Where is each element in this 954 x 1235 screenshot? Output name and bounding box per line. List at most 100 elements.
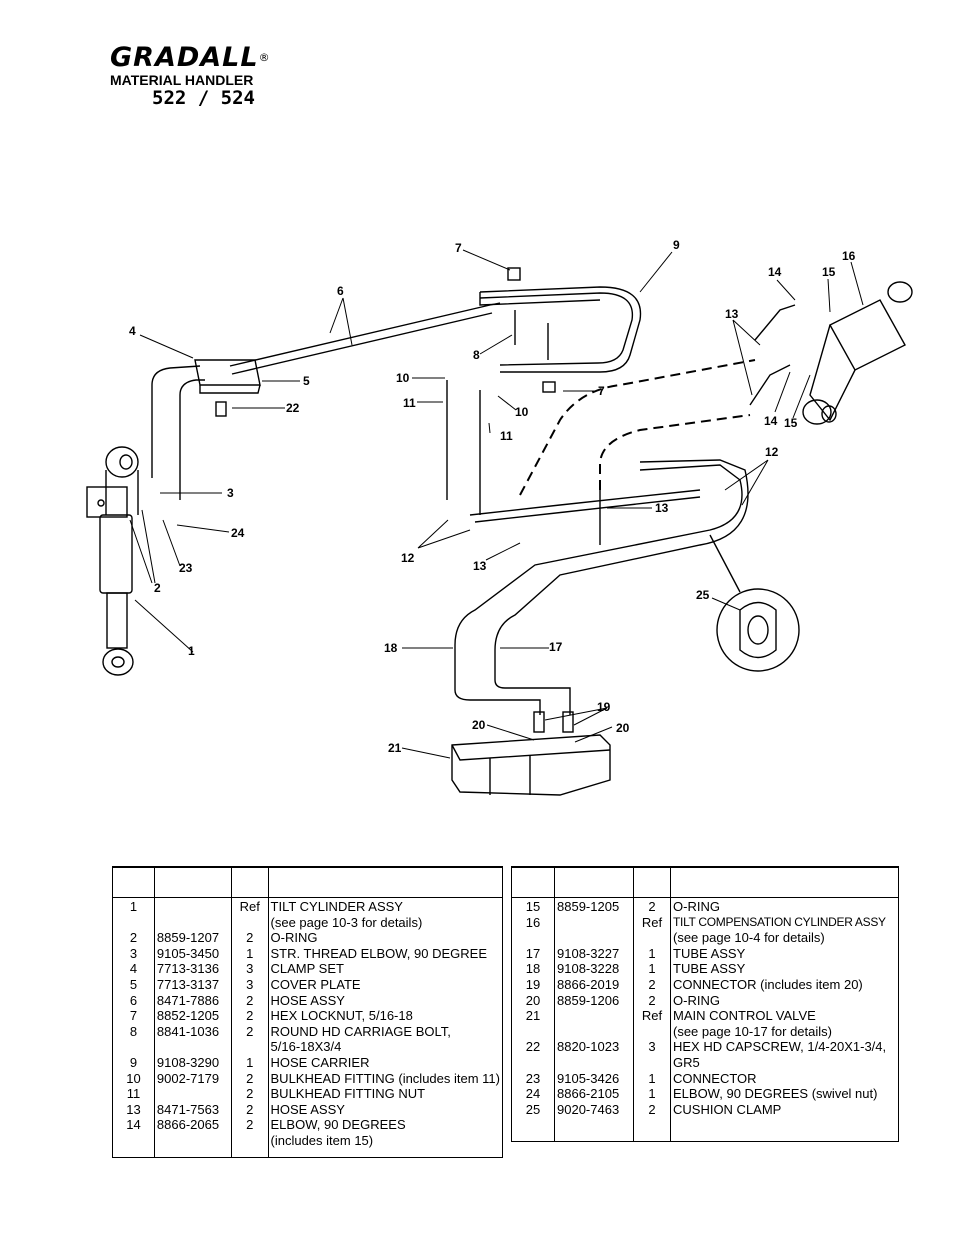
cell-part: 9002-7179 <box>153 1070 232 1087</box>
cell-item: 5 <box>129 976 138 992</box>
filler-cell <box>113 1149 155 1158</box>
cell-part: 9108-3227 <box>554 945 634 962</box>
callout-25: 25 <box>696 588 710 602</box>
callout-18: 18 <box>384 641 398 655</box>
filler-cell <box>670 1117 899 1126</box>
filler-cell <box>554 1125 634 1134</box>
cell-qty <box>633 1023 671 1040</box>
callout-20b: 20 <box>616 721 630 735</box>
cell-qty: 1 <box>633 1070 671 1087</box>
cell-part <box>554 1054 634 1071</box>
logo-subtitle: MATERIAL HANDLER <box>110 72 254 88</box>
callout-2: 2 <box>154 581 161 595</box>
cell-part: 8841-1036 <box>153 1023 232 1040</box>
cell-qty <box>231 1132 269 1149</box>
cell-part <box>153 1039 232 1055</box>
cell-part <box>153 914 232 931</box>
cell-part <box>153 1132 232 1149</box>
callout-13: 13 <box>725 307 739 321</box>
cell-part <box>554 930 634 946</box>
model-number: 522 / 524 <box>152 87 255 109</box>
filler-row <box>113 1148 503 1158</box>
cell-item <box>113 915 155 931</box>
callout-10: 10 <box>396 371 410 385</box>
header-qty <box>231 866 269 898</box>
cell-qty: 2 <box>231 930 269 946</box>
callout-14b: 14 <box>764 414 778 428</box>
cell-item: 9 <box>129 1054 138 1070</box>
header-item <box>112 866 155 898</box>
callout-labels: 1 2 3 4 5 6 7 7 8 9 10 10 11 11 12 12 13… <box>129 238 856 755</box>
cell-desc: TUBE ASSY <box>670 961 899 977</box>
filler-cell <box>670 1133 899 1142</box>
cell-part: 8866-2065 <box>153 1117 232 1133</box>
cell-part: 8471-7886 <box>153 992 232 1009</box>
callout-6: 6 <box>337 284 344 298</box>
cell-qty: 2 <box>231 992 269 1009</box>
table-row: (see page 10-4 for details) <box>512 930 899 946</box>
cell-item <box>512 1055 555 1071</box>
cell-part <box>554 1023 634 1040</box>
cell-item: 2 <box>129 930 138 946</box>
callout-15: 15 <box>822 265 836 279</box>
cell-qty: 1 <box>231 945 269 962</box>
cell-desc: HEX HD CAPSCREW, 1/4-20X1-3/4, <box>670 1039 899 1055</box>
cell-item <box>113 1133 155 1149</box>
table-row: (includes item 15) <box>113 1132 503 1149</box>
cell-qty <box>633 1054 671 1071</box>
cell-desc: HOSE CARRIER <box>267 1054 503 1071</box>
cell-part <box>153 1086 232 1102</box>
cell-part: 9105-3450 <box>153 945 232 962</box>
cell-item: 1 <box>129 899 138 914</box>
cell-desc: TILT COMPENSATION CYLINDER ASSY <box>670 914 899 931</box>
filler-cell <box>512 1133 555 1142</box>
callout-13b: 13 <box>655 501 669 515</box>
cell-item: 18 <box>525 961 541 977</box>
cell-qty: 2 <box>231 1008 269 1024</box>
cell-qty: 3 <box>231 961 269 977</box>
callout-10b: 10 <box>515 405 529 419</box>
cell-part: 7713-3136 <box>153 961 232 977</box>
cell-desc: CUSHION CLAMP <box>670 1101 899 1118</box>
tilt-cylinder-drawing <box>86 446 139 676</box>
cell-item: 6 <box>129 992 138 1008</box>
table-row: GR5 <box>512 1054 899 1071</box>
callout-20: 20 <box>472 718 486 732</box>
cell-part <box>554 1008 634 1024</box>
filler-row <box>512 1117 899 1126</box>
cell-qty: 2 <box>231 1086 269 1102</box>
cell-qty: Ref <box>633 1008 671 1024</box>
cell-qty: 3 <box>633 1039 671 1055</box>
cell-part: 9108-3290 <box>153 1054 232 1071</box>
cell-item: 14 <box>126 1117 141 1133</box>
cell-part: 8859-1206 <box>554 992 634 1009</box>
cell-qty <box>231 914 269 931</box>
header-part <box>153 866 232 898</box>
callout-19: 19 <box>597 700 611 714</box>
cell-item: 20 <box>525 992 541 1008</box>
cell-qty: 2 <box>633 976 671 993</box>
cell-qty <box>231 1039 269 1055</box>
cell-item: 7 <box>129 1008 138 1024</box>
callout-12b: 12 <box>765 445 779 459</box>
gradall-logo: GRADALL® MATERIAL HANDLER 522 / 524 <box>110 44 271 109</box>
callout-17: 17 <box>549 640 563 654</box>
cell-qty: Ref <box>633 914 671 931</box>
cell-qty: 1 <box>633 1086 671 1102</box>
cell-item: 8 <box>129 1023 138 1039</box>
cell-item: 23 <box>525 1070 541 1086</box>
cell-part: 7713-3137 <box>153 976 232 993</box>
cell-desc: HOSE ASSY <box>267 1101 503 1118</box>
